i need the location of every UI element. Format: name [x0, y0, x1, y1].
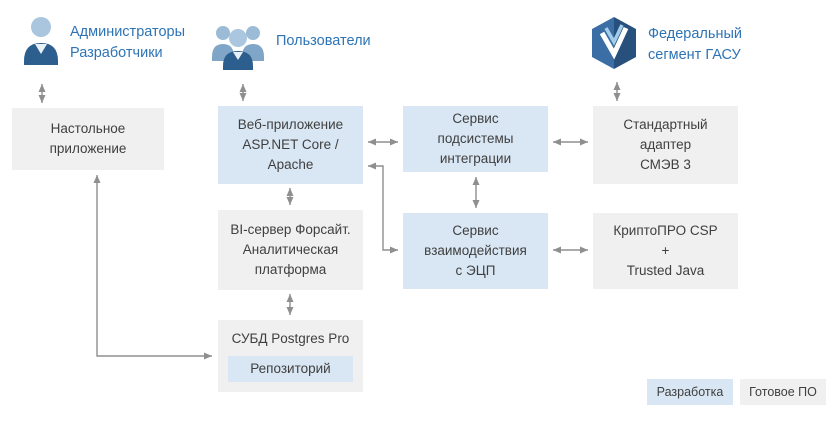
node-integration-service: Сервис подсистемы интеграции — [403, 106, 548, 172]
node-desktop-app: Настольное приложение — [12, 108, 164, 170]
actor-users-label: Пользователи — [276, 33, 371, 49]
legend-development: Разработка — [647, 379, 733, 405]
legend: Разработка Готовое ПО — [647, 379, 826, 405]
actor-admins: Администраторы Разработчики — [22, 13, 185, 69]
node-desktop-app-label: Настольное приложение — [49, 120, 127, 156]
node-cryptopro-label: КриптоПРО CSP + Trusted Java — [613, 222, 718, 279]
node-web-app: Веб-приложение ASP.NET Core / Apache — [218, 106, 363, 184]
node-smev-adapter-label: Стандартный адаптер СМЭВ 3 — [623, 116, 708, 173]
node-repository-label: Репозиторий — [250, 361, 331, 377]
users-group-icon — [212, 26, 264, 70]
node-bi-server: BI-сервер Форсайт. Аналитическая платфор… — [218, 210, 363, 290]
actor-admins-label: Администраторы Разработчики — [70, 24, 186, 62]
actor-users: Пользователи — [210, 20, 371, 72]
node-dbms-label: СУБД Postgres Pro — [231, 331, 350, 346]
node-ecp-service-label: Сервис взаимодействия с ЭЦП — [424, 222, 527, 279]
gasu-logo-icon — [592, 17, 636, 69]
node-integration-service-label: Сервис подсистемы интеграции — [437, 110, 514, 167]
node-bi-server-label: BI-сервер Форсайт. Аналитическая платфор… — [230, 221, 351, 278]
legend-development-label: Разработка — [656, 385, 724, 399]
actor-gasu: Федеральный сегмент ГАСУ — [590, 15, 742, 71]
node-cryptopro: КриптоПРО CSP + Trusted Java — [593, 213, 738, 289]
node-smev-adapter: Стандартный адаптер СМЭВ 3 — [593, 106, 738, 184]
legend-ready-software: Готовое ПО — [740, 379, 826, 405]
node-repository: Репозиторий — [228, 356, 353, 383]
actor-gasu-label: Федеральный сегмент ГАСУ — [648, 26, 742, 64]
node-ecp-service: Сервис взаимодействия с ЭЦП — [403, 213, 548, 289]
admin-person-icon — [24, 17, 58, 65]
legend-ready-software-label: Готовое ПО — [749, 385, 817, 399]
node-dbms: СУБД Postgres Pro Репозиторий — [218, 320, 363, 392]
node-web-app-label: Веб-приложение ASP.NET Core / Apache — [237, 116, 344, 173]
